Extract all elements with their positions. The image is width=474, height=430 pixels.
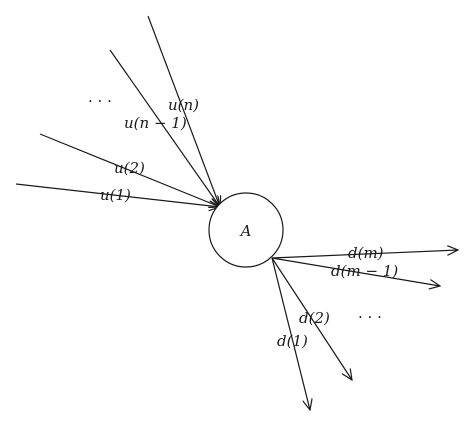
output-label-d-m: d(m) (348, 244, 384, 262)
input-edge-u-n-minus-1 (109, 49, 220, 207)
output-label-d-m-minus-1: d(m − 1) (331, 262, 398, 280)
output-edge-d-m (271, 250, 458, 259)
output-edge-d-1 (271, 257, 310, 410)
output-label-d-1: d(1) (277, 332, 308, 350)
input-label-u-n-minus-1: u(n − 1) (124, 114, 187, 132)
input-edge-u-n (147, 15, 220, 207)
input-ellipsis: · · · (88, 92, 112, 110)
node-a-label: A (239, 222, 252, 240)
output-label-d-2: d(2) (299, 309, 330, 327)
output-edge-d-m-minus-1 (271, 257, 440, 286)
input-label-u-n: u(n) (168, 96, 199, 114)
input-label-u-2: u(2) (114, 159, 145, 177)
input-edge-u-2 (39, 133, 220, 207)
node-a-circle (208, 192, 284, 268)
input-label-u-1: u(1) (100, 186, 131, 204)
input-edge-u-1 (15, 183, 220, 207)
output-ellipsis: · · · (358, 308, 382, 326)
output-edge-d-2 (271, 257, 352, 380)
